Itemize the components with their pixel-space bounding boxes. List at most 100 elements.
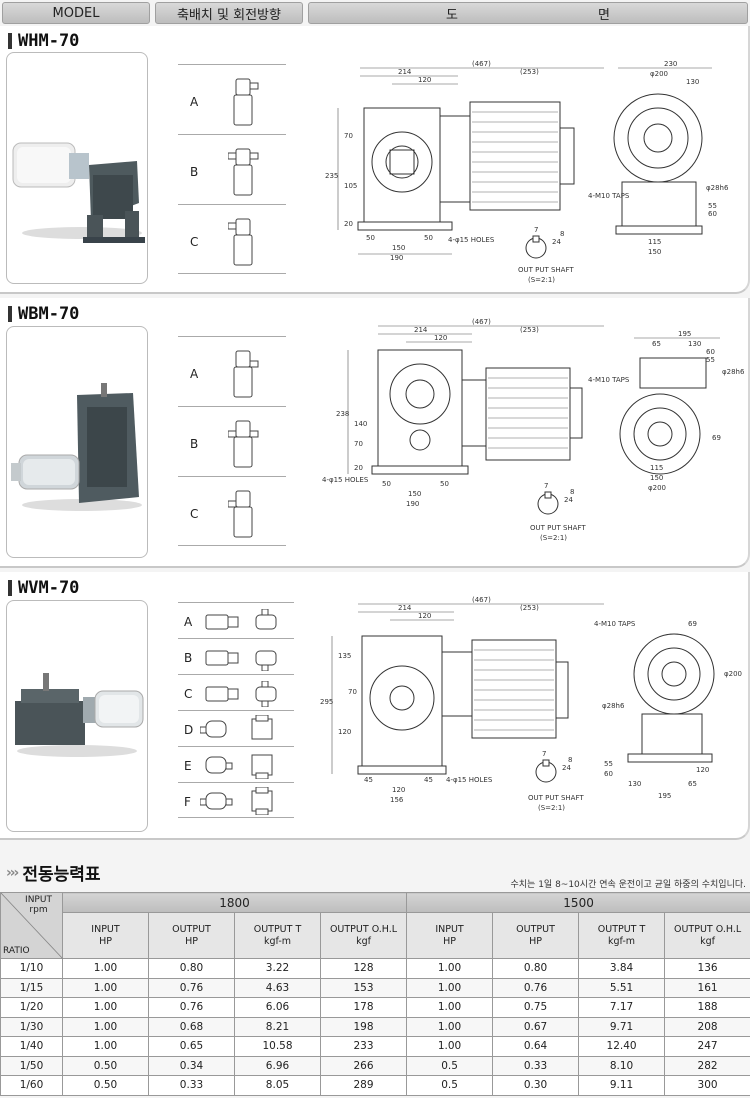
side-view-drawing: 4-M10 TAPS 69 φ200 φ28h6 55 60 120 130 6… (594, 620, 742, 800)
direction-row-b: B (178, 406, 286, 476)
direction-b-icon (228, 420, 259, 468)
svg-text:60: 60 (604, 770, 613, 778)
svg-text:20: 20 (354, 464, 363, 472)
svg-text:45: 45 (364, 776, 373, 784)
svg-text:7: 7 (542, 750, 546, 758)
column-header-bar: MODEL 축배치 및 회전방향 도 면 (0, 2, 750, 24)
svg-text:4-M10 TAPS: 4-M10 TAPS (588, 192, 630, 200)
svg-text:238: 238 (336, 410, 349, 418)
value-cell: 0.80 (148, 958, 235, 979)
svg-text:(S=2:1): (S=2:1) (540, 534, 567, 542)
svg-text:8: 8 (570, 488, 574, 496)
svg-text:214: 214 (398, 68, 412, 76)
svg-text:24: 24 (562, 764, 571, 772)
model-title: WBM-70 (8, 304, 79, 324)
section-wbm-70: WBM-70 A B C (467) 214 (253) (0, 298, 750, 568)
direction-e-icon (205, 754, 273, 779)
table-note: 수치는 1일 8~10시간 연속 운전이고 균일 하중의 수치입니다. (510, 880, 747, 890)
direction-row-b: B (178, 638, 294, 674)
svg-text:60: 60 (706, 348, 715, 356)
svg-text:120: 120 (418, 612, 431, 620)
svg-text:φ200: φ200 (724, 670, 742, 678)
svg-text:120: 120 (696, 766, 709, 774)
direction-row-f: F (178, 782, 294, 818)
value-cell: 300 (664, 1075, 750, 1096)
svg-text:140: 140 (354, 420, 367, 428)
direction-a-icon (233, 350, 259, 398)
svg-text:24: 24 (564, 496, 573, 504)
direction-row-e: E (178, 746, 294, 782)
svg-text:60: 60 (708, 210, 717, 218)
header-drawing-1: 도 (446, 7, 458, 23)
value-cell: 161 (664, 977, 750, 998)
svg-text:φ28h6: φ28h6 (722, 368, 745, 376)
header-model: MODEL (2, 2, 150, 24)
svg-text:φ28h6: φ28h6 (706, 184, 729, 192)
svg-text:135: 135 (338, 652, 351, 660)
value-cell: 178 (319, 997, 408, 1018)
value-cell: 0.76 (492, 977, 580, 998)
side-view-drawing: 230 φ200 130 φ28h6 4-M10 TAPS 55 60 115 … (588, 60, 729, 256)
svg-text:φ28h6: φ28h6 (602, 702, 625, 710)
value-cell: 0.33 (492, 1055, 580, 1076)
direction-column: A B C (178, 64, 286, 274)
svg-text:φ200: φ200 (648, 484, 666, 492)
svg-text:150: 150 (408, 490, 421, 498)
gear-motor-image (11, 383, 142, 511)
svg-text:190: 190 (390, 254, 403, 262)
svg-text:4-φ15 HOLES: 4-φ15 HOLES (448, 236, 495, 244)
svg-text:8: 8 (560, 230, 564, 238)
direction-column: A B C (178, 336, 286, 546)
value-cell: 0.5 (406, 1055, 494, 1076)
direction-d-icon (200, 715, 273, 740)
value-cell: 0.33 (148, 1075, 235, 1096)
value-cell: 0.65 (148, 1036, 235, 1057)
side-view-drawing: 195 65 130 60 55 φ28h6 4-M10 TAPS 69 115… (588, 330, 745, 492)
svg-text:50: 50 (366, 234, 375, 242)
value-cell: 198 (319, 1016, 408, 1037)
svg-text:50: 50 (424, 234, 433, 242)
value-cell: 0.76 (148, 997, 235, 1018)
svg-text:65: 65 (652, 340, 661, 348)
svg-text:(S=2:1): (S=2:1) (538, 804, 565, 812)
value-cell: 0.50 (62, 1075, 149, 1096)
svg-text:120: 120 (338, 728, 351, 736)
svg-text:115: 115 (650, 464, 663, 472)
value-cell: 3.22 (234, 958, 321, 979)
value-cell: 282 (664, 1055, 750, 1076)
value-cell: 9.71 (578, 1016, 666, 1037)
value-cell: 1.00 (406, 1016, 494, 1037)
rpm-group-1500: 1500 (406, 892, 750, 913)
direction-row-a: A (178, 336, 286, 406)
svg-text:OUT PUT SHAFT: OUT PUT SHAFT (530, 524, 586, 532)
svg-text:214: 214 (414, 326, 428, 334)
direction-c-icon (205, 681, 277, 707)
value-cell: 0.76 (148, 977, 235, 998)
svg-text:24: 24 (552, 238, 561, 246)
direction-row-d: D (178, 710, 294, 746)
value-cell: 1.00 (62, 977, 149, 998)
ratio-cell: 1/20 (0, 997, 63, 1018)
svg-text:8: 8 (568, 756, 572, 764)
svg-text:(253): (253) (520, 68, 539, 76)
svg-text:69: 69 (712, 434, 721, 442)
value-cell: 0.50 (62, 1055, 149, 1076)
table-corner-header: INPUT rpm RATIO (0, 892, 63, 959)
model-title: WHM-70 (8, 31, 79, 51)
direction-column: A B C D E F (178, 602, 294, 818)
value-cell: 208 (664, 1016, 750, 1037)
svg-text:OUT PUT SHAFT: OUT PUT SHAFT (518, 266, 574, 274)
svg-text:105: 105 (344, 182, 357, 190)
ratio-cell: 1/15 (0, 977, 63, 998)
value-cell: 0.34 (148, 1055, 235, 1076)
table-title: ›››전동능력표 (6, 864, 101, 886)
svg-text:156: 156 (390, 796, 404, 804)
value-cell: 0.64 (492, 1036, 580, 1057)
